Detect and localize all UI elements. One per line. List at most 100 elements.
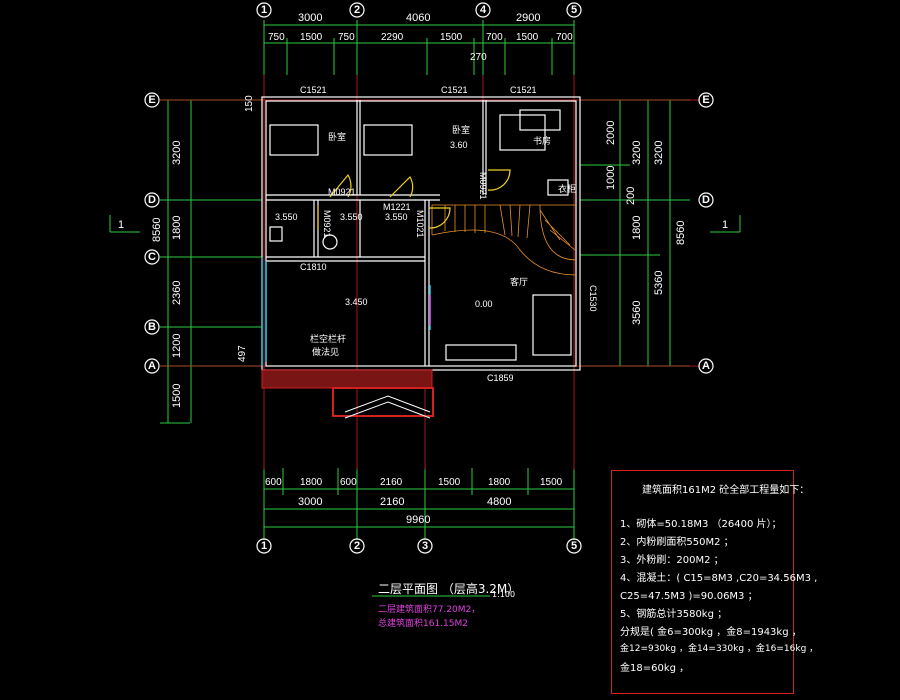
svg-text:150: 150 — [244, 95, 255, 112]
floor-area-text: 二层建筑面积77.20M2， — [378, 605, 481, 615]
notes-item: 金18=60kg ， — [620, 663, 690, 674]
svg-text:1: 1 — [722, 219, 728, 231]
svg-text:3560: 3560 — [631, 301, 643, 325]
svg-text:700: 700 — [486, 32, 503, 43]
notes-item: 3、外粉刷：200M2 ； — [620, 555, 724, 566]
svg-text:1500: 1500 — [440, 32, 463, 43]
svg-text:3.60: 3.60 — [450, 140, 468, 150]
svg-text:C1530: C1530 — [588, 285, 598, 312]
svg-text:600: 600 — [340, 477, 357, 488]
svg-text:C1521: C1521 — [441, 85, 468, 95]
dimension-lines — [109, 20, 741, 597]
doors — [317, 169, 511, 230]
notes-item: 金12=930kg ，金14=330kg ，金16=16kg ， — [620, 644, 819, 654]
svg-text:C1859: C1859 — [487, 373, 514, 383]
svg-text:3.550: 3.550 — [385, 212, 408, 222]
notes-item: 5、钢筋总计3580kg ； — [620, 609, 728, 620]
axis-top-5: 5 — [571, 4, 577, 16]
svg-text:2360: 2360 — [171, 281, 183, 305]
svg-text:2290: 2290 — [381, 32, 404, 43]
svg-text:270: 270 — [470, 52, 487, 63]
axis-right-A: A — [702, 360, 710, 372]
svg-text:1800: 1800 — [488, 477, 511, 488]
balcony — [261, 369, 434, 419]
svg-text:衣柜: 衣柜 — [558, 183, 576, 194]
svg-text:M1021: M1021 — [415, 210, 425, 238]
svg-text:2160: 2160 — [380, 477, 403, 488]
axis-bottom-1: 1 — [261, 540, 267, 552]
svg-text:4060: 4060 — [406, 12, 430, 24]
svg-text:1800: 1800 — [631, 216, 643, 240]
svg-text:3.450: 3.450 — [345, 297, 368, 307]
svg-text:3200: 3200 — [171, 141, 183, 165]
axis-bottom-5: 5 — [571, 540, 577, 552]
svg-text:1500: 1500 — [540, 477, 563, 488]
svg-text:卧室: 卧室 — [328, 131, 346, 142]
quantity-notes-panel: 建筑面积161M2 砼全部工程量如下： 1、砌体=50.18M3 （26400 … — [611, 470, 818, 694]
axis-top-1: 1 — [261, 4, 267, 16]
notes-item: C25=47.5M3 )=90.06M3 ； — [620, 591, 758, 602]
svg-text:9960: 9960 — [406, 514, 430, 526]
svg-text:1500: 1500 — [438, 477, 461, 488]
notes-heading: 建筑面积161M2 砼全部工程量如下： — [642, 485, 810, 496]
svg-text:0.00: 0.00 — [475, 299, 493, 309]
notes-item: 4、混凝土：( C15=8M3 ,C20=34.56M3 , — [620, 573, 818, 584]
notes-item: 分规是( 金6=300kg ，金8=1943kg ， — [620, 627, 802, 638]
svg-text:C1810: C1810 — [300, 262, 327, 272]
axis-bottom-3: 3 — [422, 540, 428, 552]
svg-text:1000: 1000 — [605, 166, 617, 190]
svg-text:M0921: M0921 — [328, 187, 356, 197]
axis-top-4: 4 — [480, 4, 487, 16]
svg-text:卧室: 卧室 — [452, 124, 470, 135]
dimension-texts: 3000 4060 2900 750 1500 750 2290 1500 70… — [151, 12, 687, 526]
svg-text:3200: 3200 — [653, 141, 665, 165]
notes-item: 1、砌体=50.18M3 （26400 片）； — [620, 519, 782, 530]
svg-text:750: 750 — [268, 32, 285, 43]
axis-left-A: A — [148, 360, 156, 372]
axis-right-D: D — [702, 194, 710, 206]
drawing-scale: 1:100 — [492, 590, 516, 599]
drawing-title: 二层平面图 （层高3.2M） — [378, 582, 520, 596]
svg-text:1: 1 — [118, 219, 124, 231]
svg-text:750: 750 — [338, 32, 355, 43]
svg-text:3.550: 3.550 — [340, 212, 363, 222]
axis-left-B: B — [148, 321, 156, 333]
axis-left-D: D — [148, 194, 156, 206]
svg-text:2900: 2900 — [516, 12, 540, 24]
axis-left-E: E — [148, 94, 155, 106]
svg-text:M0921: M0921 — [478, 172, 488, 200]
svg-text:2000: 2000 — [605, 121, 617, 145]
axis-markers: 1 2 4 5 1 2 3 5 E D C B A E D A — [144, 2, 714, 554]
svg-text:C1521: C1521 — [300, 85, 327, 95]
svg-text:497: 497 — [237, 345, 248, 362]
axis-left-C: C — [148, 251, 156, 263]
svg-text:栏空栏杆: 栏空栏杆 — [310, 333, 346, 344]
svg-text:2160: 2160 — [380, 496, 404, 508]
svg-text:600: 600 — [265, 477, 282, 488]
total-area-text: 总建筑面积161.15M2 — [378, 619, 468, 629]
svg-text:8560: 8560 — [151, 218, 163, 242]
svg-text:1800: 1800 — [171, 216, 183, 240]
svg-text:1200: 1200 — [171, 334, 183, 358]
svg-text:700: 700 — [556, 32, 573, 43]
svg-text:1500: 1500 — [171, 384, 183, 408]
axis-top-2: 2 — [354, 4, 360, 16]
staircase — [431, 204, 577, 276]
axis-right-E: E — [702, 94, 709, 106]
svg-text:3200: 3200 — [631, 141, 643, 165]
svg-text:200: 200 — [625, 187, 637, 205]
windows — [261, 257, 431, 366]
svg-text:4800: 4800 — [487, 496, 511, 508]
plan-labels: C1521 C1521 C1521 C1810 C1859 C1530 M092… — [118, 85, 728, 383]
svg-text:1500: 1500 — [300, 32, 323, 43]
notes-item: 2、内粉刷面积550M2 ； — [620, 537, 734, 548]
svg-text:M0921: M0921 — [322, 210, 332, 238]
grid-lines — [160, 75, 700, 470]
svg-text:3.550: 3.550 — [275, 212, 298, 222]
svg-text:M1221: M1221 — [383, 202, 411, 212]
svg-text:书房: 书房 — [533, 135, 551, 146]
svg-text:1800: 1800 — [300, 477, 323, 488]
svg-text:3000: 3000 — [298, 496, 322, 508]
svg-text:1500: 1500 — [516, 32, 539, 43]
